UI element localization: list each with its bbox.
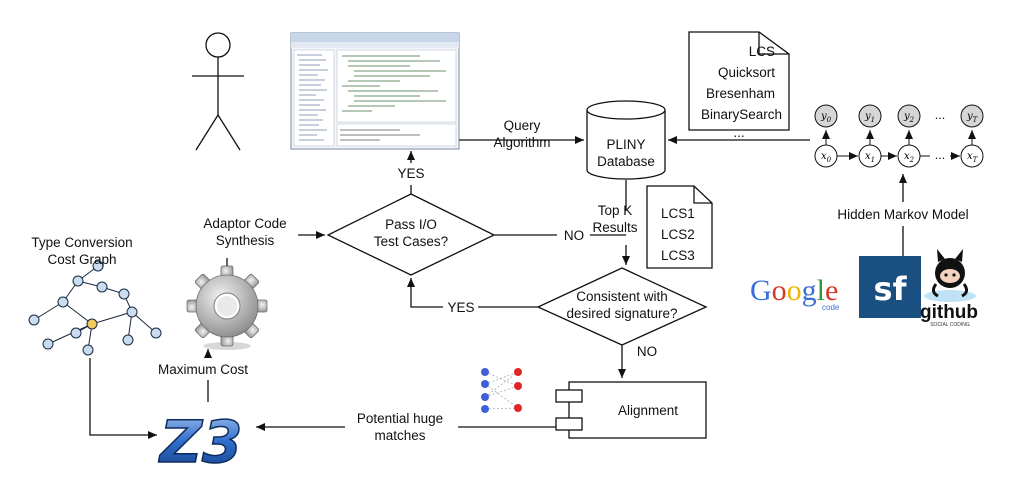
algo-item: LCS xyxy=(749,44,775,59)
github-logo: github SOCIAL CODING xyxy=(920,249,978,328)
z3-text: Z3 xyxy=(158,408,242,476)
algo-item: Quicksort xyxy=(718,65,775,80)
z3-logo: Z3 xyxy=(157,407,243,477)
alignment-label: Alignment xyxy=(618,403,678,418)
hmm-ellipsis: ... xyxy=(935,109,946,122)
hmm-observed-node xyxy=(897,104,921,128)
hmm-observed-node xyxy=(814,104,838,128)
sf-text: sf xyxy=(874,270,908,308)
hidden-markov-model: y0 x0 y1 x1 y2 x2 yT xT...... xyxy=(814,104,984,168)
hmm-label: Hidden Markov Model xyxy=(837,207,968,222)
result-item: LCS1 xyxy=(661,206,695,221)
sourceforge-logo: sf xyxy=(859,256,921,318)
ide-screenshot xyxy=(290,32,460,150)
hmm-y-label: y2 xyxy=(903,111,915,124)
no2-label: NO xyxy=(637,344,657,359)
alignment-component: Alignment xyxy=(555,381,707,439)
hmm-observed-node xyxy=(858,104,882,128)
bipartite-match-icon xyxy=(481,368,522,413)
cost-graph-icon xyxy=(28,260,162,356)
gear-icon xyxy=(186,265,268,350)
hmm-x-label: x2 xyxy=(904,151,915,164)
result-item: LCS2 xyxy=(661,227,695,242)
hmm-observed-node xyxy=(960,104,984,128)
google-code-logo: Google code xyxy=(750,274,840,312)
hmm-y-label: y0 xyxy=(820,111,832,124)
yes-mid-arrow xyxy=(407,278,443,308)
hmm-y-label: y1 xyxy=(864,111,875,124)
google-sub: code xyxy=(822,303,840,312)
graph-arrow xyxy=(89,358,157,439)
results-document: LCS1 LCS2 LCS3 xyxy=(646,185,713,269)
algo-ellipsis: ... xyxy=(733,125,744,140)
yes-mid-label: YES xyxy=(447,300,474,315)
yes-top-label: YES xyxy=(397,166,424,181)
hmm-x-label: x1 xyxy=(865,151,875,164)
algo-item: Bresenham xyxy=(706,86,775,101)
github-sub: SOCIAL CODING xyxy=(930,322,970,328)
algo-item: BinarySearch xyxy=(701,107,782,122)
no1-label: NO xyxy=(564,228,584,243)
hmm-x-label: x0 xyxy=(821,151,832,164)
hmm-hidden-node xyxy=(960,144,984,168)
algorithm-document: LCS Quicksort Bresenham BinarySearch xyxy=(688,31,790,131)
hmm-x-label: xT xyxy=(967,151,979,164)
user-icon xyxy=(192,32,244,151)
hmm-y-label: yT xyxy=(966,111,979,124)
google-text: Google xyxy=(750,274,838,307)
result-item: LCS3 xyxy=(661,248,695,263)
github-text: github xyxy=(920,302,978,323)
hmm-ellipsis: ... xyxy=(935,149,946,162)
maxcost-label: Maximum Cost xyxy=(158,362,248,377)
